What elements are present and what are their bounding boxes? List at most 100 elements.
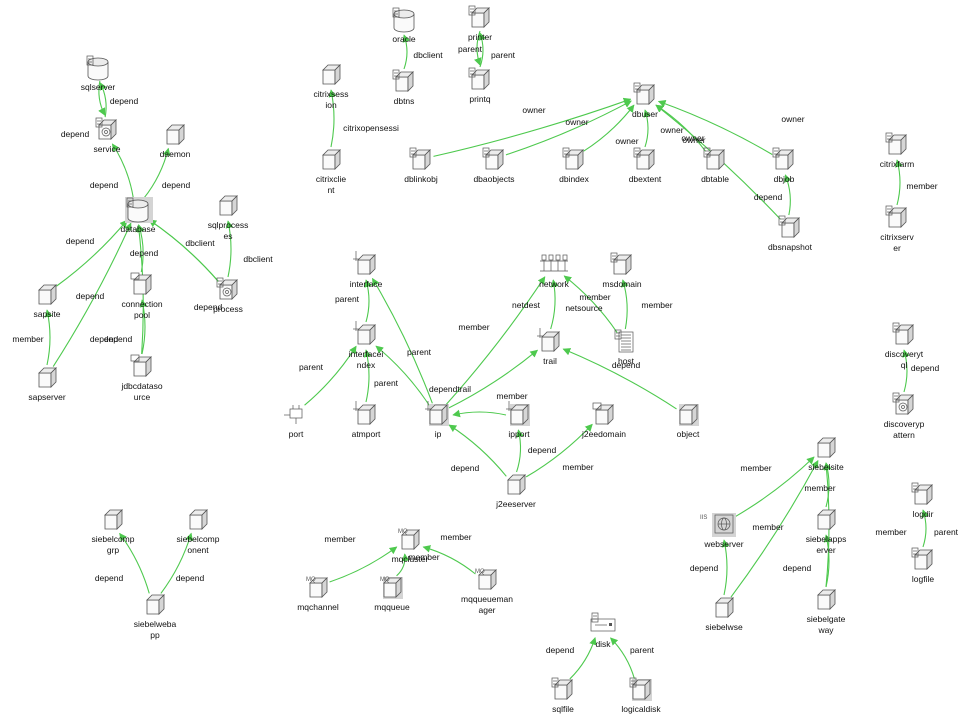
node-oracle[interactable]: oracle (392, 7, 416, 44)
edge-citrixserver-to-citrixfarm[interactable] (895, 159, 903, 206)
edge-object-to-trail[interactable] (562, 348, 677, 410)
edge-dbindex-to-dbuser[interactable] (583, 104, 635, 152)
node-j2eeserver[interactable]: j2eeserver (495, 474, 536, 509)
edge-jdbcsource-to-connpool[interactable] (139, 299, 148, 355)
edge-siebelwse-to-webserver[interactable] (721, 539, 730, 596)
edge-host-to-network[interactable] (563, 275, 618, 333)
edge-process-to-sqlprocesses[interactable] (225, 220, 234, 278)
edge-ipport-to-ip[interactable] (452, 409, 507, 418)
node-sqlserver[interactable]: sqlserver (81, 55, 116, 92)
node-printq[interactable]: printq (468, 67, 491, 104)
node-process[interactable]: process (213, 277, 243, 314)
node-dbtable[interactable]: dbtable (701, 147, 729, 184)
edge-mqqueuemanager-to-mqcluster[interactable] (422, 545, 476, 575)
node-printer[interactable]: printer (468, 5, 492, 42)
node-service[interactable]: service (94, 117, 121, 154)
node-sapsite[interactable]: sapsite (34, 284, 61, 319)
edge-ip-to-network[interactable] (445, 276, 546, 406)
node-atmport[interactable]: atmport (352, 401, 381, 439)
node-object[interactable]: object (677, 404, 700, 439)
node-siebelwse[interactable]: siebelwse (705, 597, 743, 632)
edge-j2eeserver-to-ipport[interactable] (516, 429, 524, 473)
edge-printer-to-printq[interactable] (474, 30, 482, 66)
edge-citrixclient-to-citrixsession[interactable] (328, 89, 337, 148)
edge-discoverypattern-to-discoverytql[interactable] (902, 349, 910, 393)
edge-service-to-sqlserver[interactable] (99, 82, 107, 118)
edge-ip-to-interface[interactable] (372, 277, 433, 404)
edge-sqlserver-to-service[interactable] (98, 80, 106, 116)
edge-mqchannel-to-mqcluster[interactable] (329, 546, 398, 583)
edge-dbaobjects-to-dbuser[interactable] (505, 100, 632, 156)
edge-atmport-to-interfaceindex[interactable] (363, 349, 372, 403)
edge-sapserver-to-sapsite[interactable] (44, 309, 53, 366)
node-j2eedomain[interactable]: j2eedomain (581, 402, 626, 439)
node-dbextent[interactable]: dbextent (629, 147, 662, 184)
edge-sapserver-to-database[interactable] (52, 222, 132, 367)
edge-dbjob-to-dbuser[interactable] (657, 100, 773, 155)
edge-mqqueue-to-mqcluster[interactable] (396, 553, 410, 577)
edge-j2eeserver-to-j2eedomain[interactable] (525, 423, 593, 478)
edge-ip-to-trail[interactable] (448, 349, 539, 409)
edge-logfile-to-logdir[interactable] (921, 509, 929, 548)
edge-database-to-daemon[interactable] (143, 147, 171, 199)
edge-j2eeserver-to-ip[interactable] (448, 424, 507, 477)
node-port[interactable]: port (284, 405, 304, 439)
edge-logicaldisk-to-disk[interactable] (610, 637, 635, 679)
node-dbuser[interactable]: dbuser (632, 82, 658, 119)
edge-dblinkobj-to-dbuser[interactable] (433, 97, 632, 157)
node-dblinkobj[interactable]: dblinkobj (404, 147, 438, 184)
node-dbjob[interactable]: dbjob (772, 147, 795, 184)
node-sapserver[interactable]: sapserver (28, 367, 66, 402)
node-msdomain[interactable]: msdomain (602, 252, 642, 289)
edge-siebelwebapp-to-siebelcompgrp[interactable] (119, 532, 150, 594)
node-dbtns[interactable]: dbtns (392, 69, 414, 106)
node-database[interactable]: database (121, 197, 156, 234)
edge-siebelwse-to-siebelsite[interactable] (730, 459, 819, 598)
edge-database-to-service[interactable] (111, 143, 134, 198)
edge-sqlfile-to-disk[interactable] (569, 637, 597, 680)
node-sqlfile[interactable]: sqlfile (551, 677, 574, 714)
node-logicaldisk[interactable]: logicaldisk (621, 677, 661, 714)
edge-sapsite-to-database[interactable] (56, 219, 128, 287)
edge-siebelgateway-to-siebelappserver[interactable] (823, 534, 832, 588)
node-network[interactable]: network (539, 254, 570, 289)
node-dbaobjects[interactable]: dbaobjects (473, 147, 515, 184)
edge-port-to-interfaceindex[interactable] (304, 345, 357, 406)
node-citrixfarm[interactable]: citrixfarm (880, 132, 914, 169)
edge-process-to-database[interactable] (148, 219, 219, 282)
node-dbindex[interactable]: dbindex (559, 147, 590, 184)
edge-dbtns-to-oracle[interactable] (402, 34, 410, 70)
node-daemon[interactable]: daemon (160, 124, 191, 159)
node-host[interactable]: host (614, 329, 635, 366)
edge-ip-to-interfaceindex[interactable] (375, 345, 430, 406)
node-interface[interactable]: interface (350, 251, 383, 289)
node-logdir[interactable]: logdir (911, 482, 934, 519)
node-trail[interactable]: trail (537, 328, 560, 366)
edge-webserver-to-siebelsite[interactable] (734, 456, 815, 518)
node-ipport[interactable]: ipport (506, 401, 530, 439)
edge-host-to-msdomain[interactable] (621, 279, 629, 330)
edge-dbextent-to-dbuser[interactable] (643, 109, 651, 148)
edge-siebelwebapp-to-siebelcomponent[interactable] (160, 532, 193, 594)
edge-dbsnapshot-to-dbjob[interactable] (784, 174, 792, 216)
node-siebelsite[interactable]: siebelsite (808, 437, 844, 472)
